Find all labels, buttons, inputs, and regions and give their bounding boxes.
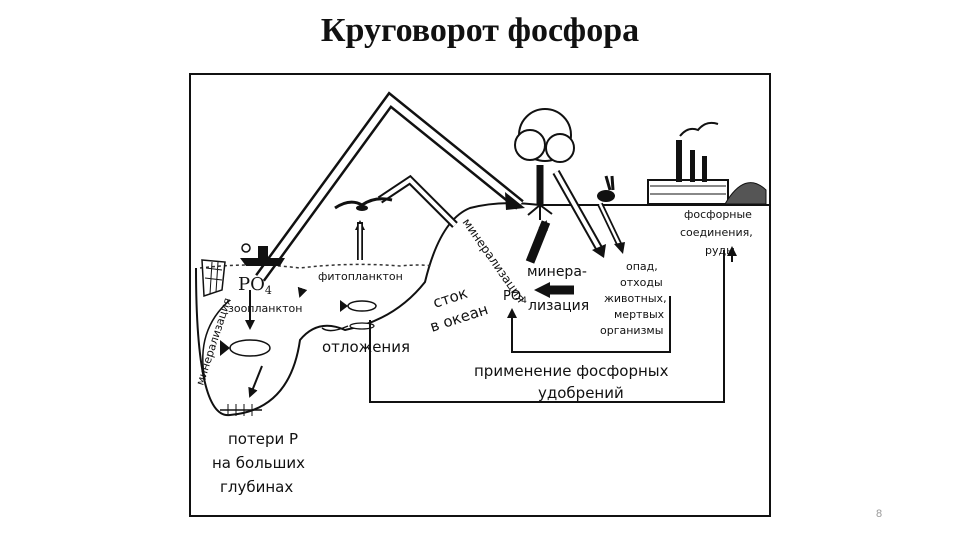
bird-arrow-inner xyxy=(378,177,457,227)
svg-text:потери Р: потери Р xyxy=(228,430,298,448)
arrow-mineralization-head xyxy=(534,282,550,298)
svg-text:удобрений: удобрений xyxy=(538,384,624,402)
litter-arrow-1-head xyxy=(592,244,606,258)
arrow-sediment xyxy=(321,325,349,332)
fish-icon-large xyxy=(220,339,271,357)
fertilizer-label: применение фосфорных удобрений xyxy=(474,362,669,402)
tree-icon xyxy=(514,108,575,220)
ship-icon xyxy=(240,243,285,266)
deep-losses-label: потери Р на больших глубинах xyxy=(212,430,305,496)
litter-arrow-2-head xyxy=(614,242,625,254)
svg-text:фосфорные: фосфорные xyxy=(684,208,752,221)
svg-text:глубинах: глубинах xyxy=(220,478,293,496)
fishing-net-icon xyxy=(201,259,226,298)
litter-arrow-2-inner xyxy=(598,203,622,247)
diagram-frame xyxy=(189,73,771,517)
mineralization-left-arc xyxy=(202,299,231,381)
sediments-label: отложения xyxy=(322,338,410,356)
fertilizer-loop-outer xyxy=(369,250,725,403)
water-surface xyxy=(199,263,433,269)
svg-text:на больших: на больших xyxy=(212,454,305,472)
slide-title: Круговорот фосфора xyxy=(320,12,640,49)
ore-pile-icon xyxy=(724,182,767,205)
rabbit-icon xyxy=(597,175,615,202)
svg-text:соединения,: соединения, xyxy=(680,226,753,239)
atmosphere-arrow-inner xyxy=(257,94,523,281)
arrow-uptake xyxy=(525,220,551,264)
fish-skeleton-icon xyxy=(220,404,262,416)
po4-mid-label: PO4 xyxy=(503,289,527,306)
po4-label: PO4 xyxy=(238,274,272,297)
svg-text:отходы: отходы xyxy=(620,276,663,289)
factory-icon xyxy=(647,121,729,205)
mineralization-mid-label-1: минера- xyxy=(527,264,587,280)
atmosphere-arrowhead xyxy=(505,192,525,210)
litter-return-loop xyxy=(507,296,671,353)
ocean-basin-outline xyxy=(195,202,541,417)
mineralization-mid-label-2: лизация xyxy=(528,298,589,314)
zooplankton-label: зоопланктон xyxy=(228,302,302,315)
bird-icon xyxy=(334,197,393,211)
page-number: 8 xyxy=(876,508,883,520)
svg-text:применение фосфорных: применение фосфорных xyxy=(474,362,669,380)
arrow-po4-to-zoo xyxy=(297,286,308,298)
svg-text:руды: руды xyxy=(705,244,735,257)
svg-text:мертвых: мертвых xyxy=(614,308,665,321)
fish-icon xyxy=(340,300,377,312)
svg-text:опад,: опад, xyxy=(626,260,658,273)
svg-text:животных,: животных, xyxy=(604,292,667,305)
litter-arrow-1-inner xyxy=(554,171,602,251)
litter-label: опад, отходы животных, мертвых организмы xyxy=(600,260,667,337)
phytoplankton-label: фитопланктон xyxy=(318,270,403,283)
phosphorus-compounds-label: фосфорные соединения, руды xyxy=(680,208,753,257)
arrow-fish-to-bottom xyxy=(248,365,263,398)
svg-text:организмы: организмы xyxy=(600,324,663,337)
sediment-fish-icon xyxy=(349,322,375,330)
